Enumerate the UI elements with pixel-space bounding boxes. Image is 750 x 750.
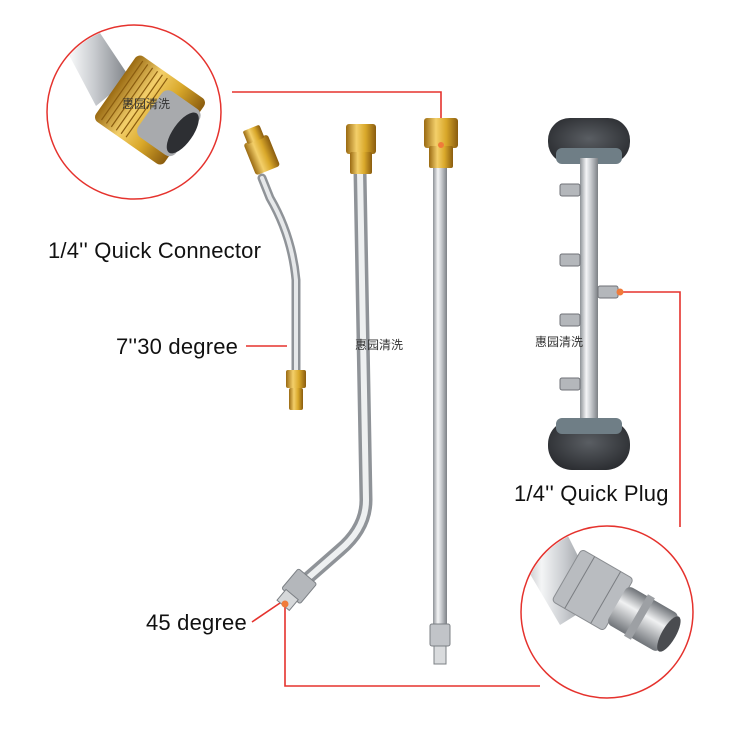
callout-45-pointer [251, 602, 281, 623]
wand-straight [424, 118, 458, 665]
callout-45-degree-line [284, 605, 540, 687]
watermark-text: 惠园清洗 [122, 97, 171, 111]
wand-45-degree [276, 124, 376, 612]
watermark-text: 惠园清洗 [535, 335, 584, 349]
watermark-text: 惠园清洗 [355, 338, 404, 352]
label-quick-plug: 1/4'' Quick Plug [514, 481, 669, 506]
label-30-degree: 7''30 degree [116, 334, 239, 359]
wand-30-degree [243, 125, 306, 410]
callout-plug-line [620, 291, 681, 527]
label-quick-connector: 1/4'' Quick Connector [48, 238, 262, 263]
label-45-degree: 45 degree [146, 610, 247, 635]
surface-cleaner-bar [548, 118, 630, 470]
zoom-circle-plug [520, 525, 694, 699]
